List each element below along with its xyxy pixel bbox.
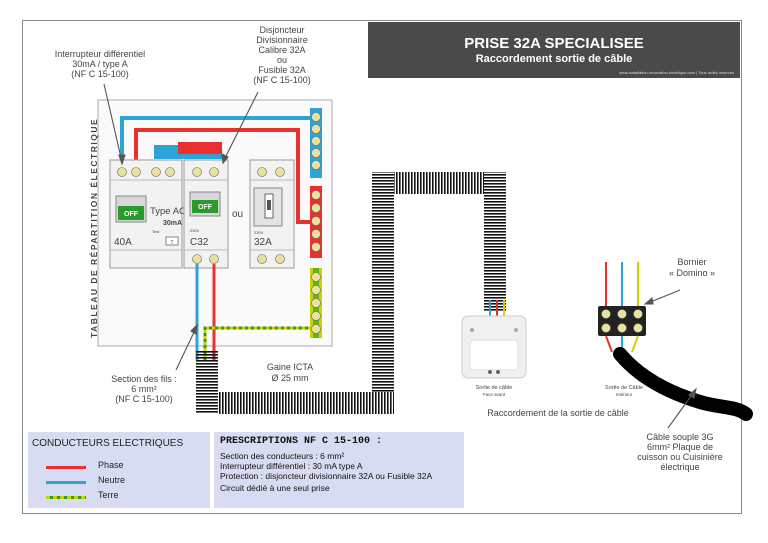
domino-terminal-block — [598, 262, 646, 353]
prescription-line: Interrupteur différentiel : 30 mA type A — [220, 461, 363, 471]
panel-vertical-label: TABLEAU DE RÉPARTITION ÉLECTRIQUE — [89, 118, 99, 338]
fuse-voltage: 230V — [254, 230, 264, 235]
breaker-toggle-off — [192, 200, 218, 213]
cable-annotation-line4: électrique — [660, 462, 699, 472]
fuse-module: 230V 32A — [249, 159, 295, 269]
cable-annotation-line1: Câble souple 3G — [646, 432, 713, 442]
outlet-front-label: Sortie de câble — [476, 385, 513, 391]
breaker-annotation-line6: (NF C 15-100) — [253, 75, 311, 85]
domino-annotation-line2: « Domino » — [669, 268, 715, 278]
section-annotation-line1: Section des fils : — [111, 374, 177, 384]
cable-annotation-line3: cuisson ou Cuisinière — [637, 452, 723, 462]
title-banner: PRISE 32A SPECIALISEE Raccordement sorti… — [368, 22, 740, 78]
outlet-front-sublabel: Face avant — [483, 392, 506, 397]
conduit-horizontal-bottom — [218, 392, 394, 414]
rcd-toggle-off — [118, 206, 144, 220]
breaker-annotation-line3: Calibre 32A — [258, 45, 305, 55]
rcd-rating: 40A — [114, 237, 132, 248]
rcd-type-label: Type AC — [150, 206, 186, 217]
breaker-annotation-line5: Fusible 32A — [258, 65, 306, 75]
or-label: ou — [232, 209, 243, 220]
prescriptions-title: PRESCRIPTIONS NF C 15-100 : — [220, 436, 383, 447]
conduit-annotation-line1: Gaine ICTA — [267, 362, 313, 372]
cable-annotation-line2: 6mm² Plaque de — [647, 442, 713, 452]
breaker-off-label: OFF — [198, 204, 213, 211]
connection-caption: Raccordement de la sortie de câble — [487, 408, 629, 418]
breaker-annotation-line2: Divisionnaire — [256, 35, 308, 45]
breaker-annotation-line4: ou — [277, 55, 287, 65]
rcd-off-label: OFF — [124, 211, 139, 218]
prescription-line: Circuit dédié à une seul prise — [220, 483, 330, 493]
earth-busbar — [310, 268, 322, 338]
prescription-line: Section des conducteurs : 6 mm² — [220, 451, 345, 461]
section-annotation-line2: 6 mm² — [131, 384, 157, 394]
comb-bridge-phase — [178, 142, 222, 154]
conduit-horizontal-top — [394, 172, 484, 194]
phase-busbar — [310, 186, 322, 258]
outlet-back-sublabel: Intérieur — [616, 392, 633, 397]
breaker-voltage: 230V — [190, 228, 200, 233]
conductor-legend: CONDUCTEURS ELECTRIQUES Phase Neutre Ter… — [28, 432, 210, 508]
outlet-back-label: Sortie de Câble — [605, 385, 643, 391]
prescriptions-box: PRESCRIPTIONS NF C 15-100 : Section des … — [214, 432, 464, 508]
rcd-annotation-line2: 30mA / type A — [72, 59, 128, 69]
rcd-annotation-line3: (NF C 15-100) — [71, 69, 129, 79]
title: PRISE 32A SPECIALISEE — [464, 35, 644, 52]
legend-title: CONDUCTEURS ELECTRIQUES — [32, 438, 184, 449]
annotation-arrows — [103, 83, 697, 429]
conduit-vertical-left — [196, 350, 218, 414]
subtitle: Raccordement sortie de câble — [475, 53, 633, 65]
rcd-test-label: Test — [152, 229, 160, 234]
neutral-supply-wire — [120, 116, 310, 165]
breaker-annotation-line1: Disjoncteur — [259, 25, 304, 35]
phase-supply-wire — [134, 128, 310, 224]
rcd-sensitivity: 30mA — [163, 220, 182, 227]
conduit-vertical-right — [484, 172, 506, 312]
breaker-rating: C32 — [190, 237, 209, 248]
flexible-cable — [613, 347, 753, 421]
domino-annotation-line1: Bornier — [677, 257, 706, 267]
section-annotation-line3: (NF C 15-100) — [115, 394, 173, 404]
rcd-module: OFF Type AC 30mA Test T 40A — [109, 159, 186, 269]
conduit-annotation-line2: Ø 25 mm — [271, 373, 308, 383]
prescription-line: Protection : disjoncteur divisionnaire 3… — [220, 471, 433, 481]
conduit-vertical-middle — [372, 172, 394, 392]
neutral-busbar — [310, 108, 322, 178]
svg-text:T: T — [170, 240, 173, 246]
rcd-annotation-line1: Interrupteur différentiel — [55, 49, 145, 59]
outlet-front-view — [461, 300, 527, 379]
credit: www.installation-renovation-electrique.c… — [619, 70, 734, 75]
fuse-rating: 32A — [254, 237, 272, 248]
rcd-test-button — [165, 236, 179, 246]
breaker-module: OFF 230V C32 — [183, 159, 229, 269]
